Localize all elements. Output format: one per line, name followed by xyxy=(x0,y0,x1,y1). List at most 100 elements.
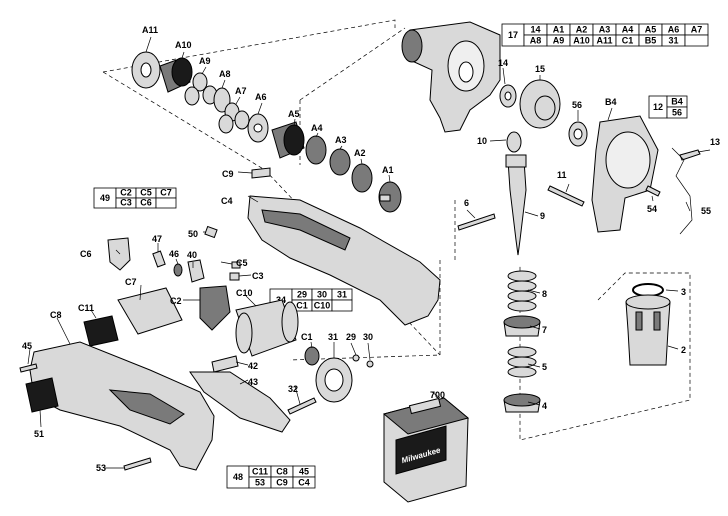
bevel-gear-15 xyxy=(519,79,561,129)
kit-cell xyxy=(292,476,316,489)
handle-cover-43 xyxy=(189,371,291,433)
bearing-56 xyxy=(568,121,588,147)
screw-13 xyxy=(679,149,701,161)
callout-29: 29 xyxy=(346,332,356,342)
kit-cell-label: A6 xyxy=(668,25,680,35)
callout-45: 45 xyxy=(22,341,32,351)
callout-53: 53 xyxy=(96,463,106,473)
callout-a8: A8 xyxy=(219,69,231,79)
bail-55 xyxy=(671,147,693,235)
kit-cell-label: C8 xyxy=(276,467,288,477)
kit-cell xyxy=(331,299,353,312)
screw-53 xyxy=(123,457,152,471)
callout-31: 31 xyxy=(328,332,338,342)
callout-c9: C9 xyxy=(222,169,234,179)
label-c9 xyxy=(251,167,271,179)
callout-c1: C1 xyxy=(301,332,313,342)
pin-11 xyxy=(547,185,585,207)
callout-a6: A6 xyxy=(255,92,267,102)
callout-10: 10 xyxy=(477,136,487,146)
spring-8 xyxy=(507,270,537,312)
part-c3 xyxy=(229,272,240,281)
callout-9: 9 xyxy=(540,211,545,221)
kit-cell-label: C1 xyxy=(296,301,308,311)
kit-id-label: 17 xyxy=(508,30,518,40)
callout-40: 40 xyxy=(187,250,197,260)
callout-700: 700 xyxy=(430,390,445,400)
collar-7 xyxy=(503,315,541,337)
screw-54 xyxy=(645,185,661,197)
callout-54: 54 xyxy=(647,204,657,214)
assembly-boundary-head xyxy=(289,100,441,361)
kit-cell-label: 56 xyxy=(672,108,682,118)
kit-cell-label: A8 xyxy=(530,36,542,46)
kit-cell xyxy=(684,34,709,47)
callout-51: 51 xyxy=(34,429,44,439)
callout-11: 11 xyxy=(557,170,567,180)
callout-a3: A3 xyxy=(335,135,347,145)
sleeve-2 xyxy=(625,294,671,366)
angle-head-housing xyxy=(401,21,501,133)
gear-a2 xyxy=(351,163,373,193)
collar-4 xyxy=(503,393,541,413)
motor-mount-31 xyxy=(315,357,353,403)
kit-cell-label: A3 xyxy=(599,25,611,35)
leader-lines-gear-train xyxy=(145,36,391,183)
callout-a1: A1 xyxy=(382,165,394,175)
kit-cell-label: 14 xyxy=(530,25,540,35)
callout-c10: C10 xyxy=(236,288,253,298)
callout-a9: A9 xyxy=(199,56,211,66)
callout-55: 55 xyxy=(701,206,711,216)
kit-cell-label: C6 xyxy=(140,198,152,208)
label-51 xyxy=(25,377,59,413)
button-46 xyxy=(173,263,183,277)
callout-a11: A11 xyxy=(142,25,158,35)
kit-cell-label: C9 xyxy=(276,478,288,488)
callout-15: 15 xyxy=(535,64,545,74)
callout-56: 56 xyxy=(572,100,582,110)
callout-c7: C7 xyxy=(125,277,137,287)
kit-cell-label: 30 xyxy=(317,290,327,300)
callout-c11: C11 xyxy=(78,303,94,313)
callout-30: 30 xyxy=(363,332,373,342)
pin-6 xyxy=(457,213,496,231)
pin-32 xyxy=(287,397,317,415)
spring-47 xyxy=(152,250,166,268)
carry-case-700: Milwaukee xyxy=(382,397,470,503)
kit-cell-label: C5 xyxy=(140,188,152,198)
kit-cell xyxy=(155,197,177,209)
callout-c6: C6 xyxy=(80,249,92,259)
kit-cell-label: 45 xyxy=(299,467,309,477)
sleeve-10 xyxy=(506,131,522,153)
callout-13: 13 xyxy=(710,137,720,147)
motor-c10 xyxy=(235,299,299,357)
screw-29 xyxy=(352,354,360,362)
kit-cell-label: A5 xyxy=(645,25,657,35)
bracket-42 xyxy=(211,355,239,373)
screw-45 xyxy=(19,363,38,373)
spring-5 xyxy=(507,346,537,378)
o-ring-3 xyxy=(632,283,664,297)
assembly-boundary-chuck xyxy=(454,200,691,441)
kit-cell-label: C11 xyxy=(252,467,268,477)
kit-cell-label: C7 xyxy=(160,188,172,198)
callout-50: 50 xyxy=(188,229,198,239)
callout-14: 14 xyxy=(498,58,508,68)
callout-42: 42 xyxy=(248,361,258,371)
spindle-9 xyxy=(505,154,527,256)
callout-a7: A7 xyxy=(235,86,247,96)
gear-a3 xyxy=(329,148,351,176)
callout-a4: A4 xyxy=(311,123,323,133)
part-c5 xyxy=(231,261,241,269)
kit-cell-label: A9 xyxy=(553,36,565,46)
screw-30 xyxy=(366,360,374,368)
kit-cell-label: C2 xyxy=(120,188,132,198)
callout-c2: C2 xyxy=(170,296,182,306)
kit-cell-label: A4 xyxy=(622,25,634,35)
kit-cell-label: A1 xyxy=(553,25,565,35)
callout-2: 2 xyxy=(681,345,686,355)
